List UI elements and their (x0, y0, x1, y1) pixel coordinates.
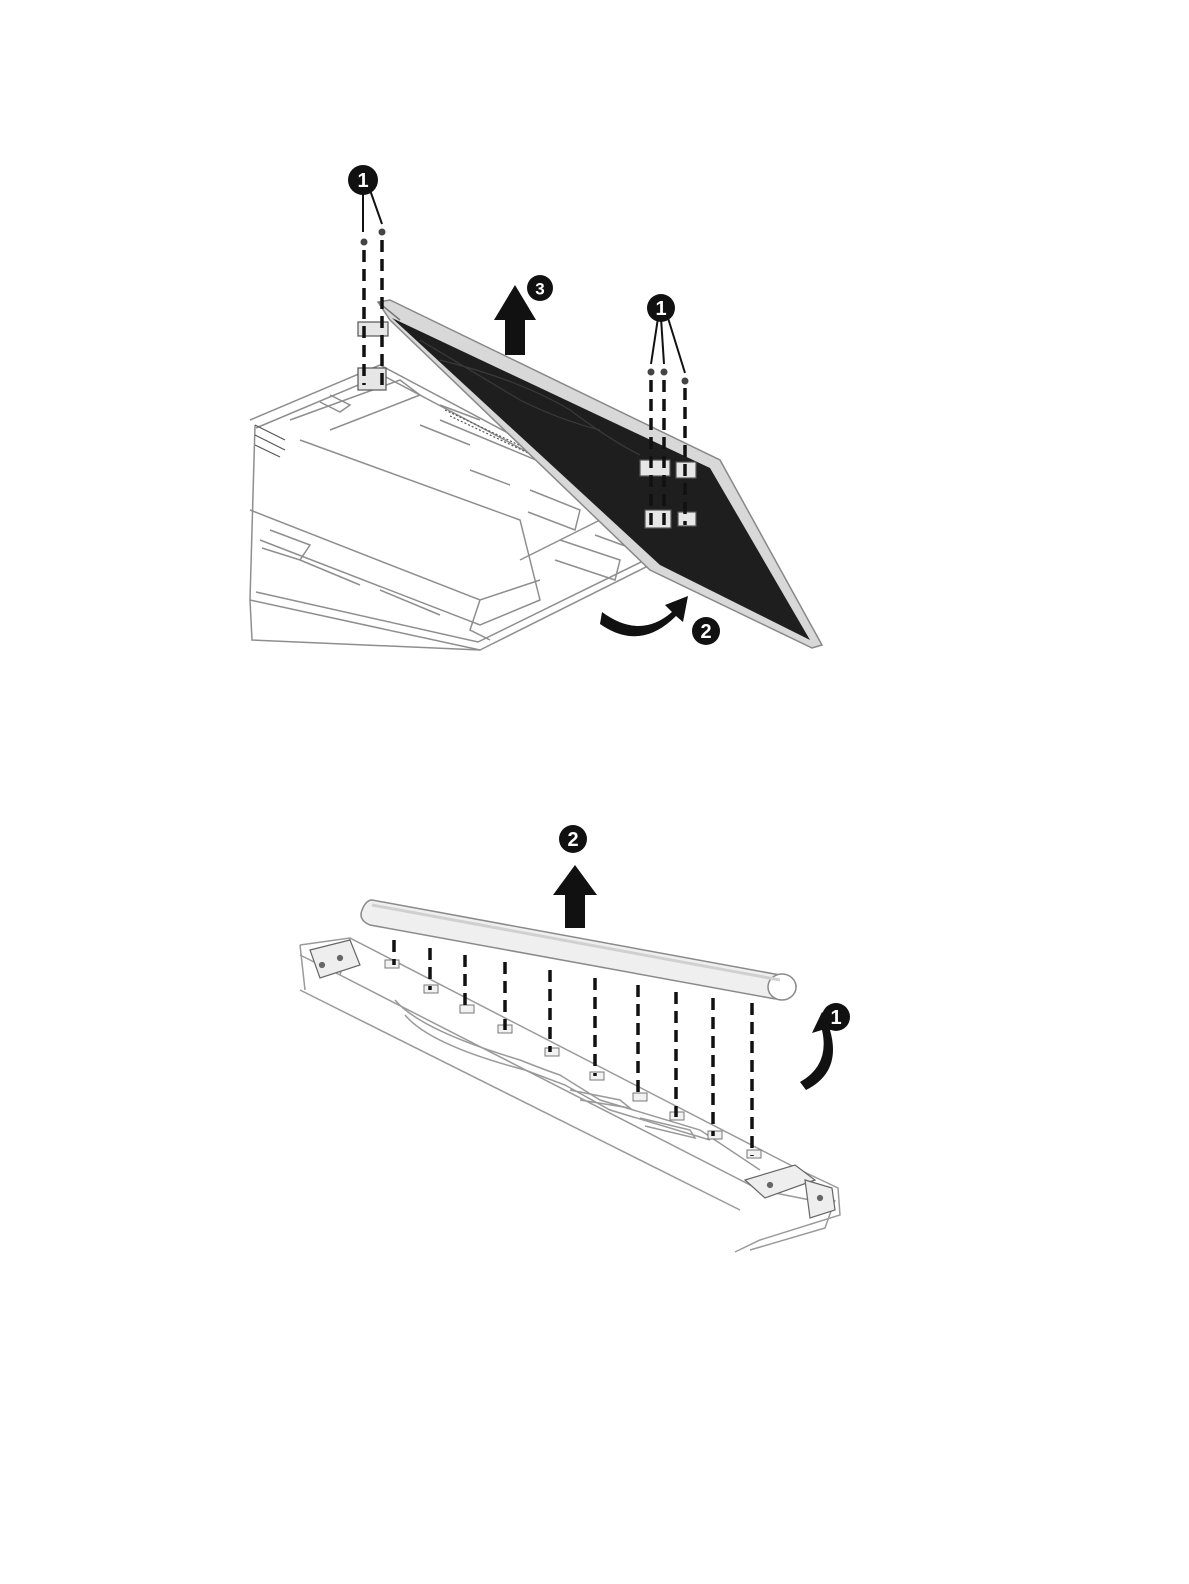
callout-2-top: 2 (692, 617, 720, 645)
hinge-cover-removal-figure: 2 1 (300, 825, 850, 1252)
callout-1-top-left: 1 (348, 165, 378, 195)
screw-icon (661, 369, 668, 376)
left-hinge (310, 940, 360, 978)
screw-icon (379, 229, 386, 236)
callout-2-bottom: 2 (559, 825, 587, 853)
callout-label: 1 (830, 1007, 841, 1029)
display-panel (378, 300, 822, 648)
lift-arrow-icon (553, 865, 597, 928)
display-removal-figure: 1 3 1 2 (250, 165, 822, 650)
cover-latches (385, 960, 761, 1158)
callout-1-top-right: 1 (647, 294, 675, 322)
screw-icon (361, 239, 368, 246)
screw-icon (682, 378, 689, 385)
callout-label: 1 (655, 298, 666, 320)
callout-3: 3 (527, 275, 553, 301)
callout-label: 2 (700, 621, 711, 643)
right-hinge (745, 1165, 835, 1218)
callout-1-bottom: 1 (822, 1003, 850, 1031)
screw-icon (648, 369, 655, 376)
callout-label: 2 (567, 829, 578, 851)
callout-label: 1 (357, 170, 368, 192)
rotate-arrow-icon (600, 596, 688, 636)
callout-label: 3 (535, 280, 544, 299)
